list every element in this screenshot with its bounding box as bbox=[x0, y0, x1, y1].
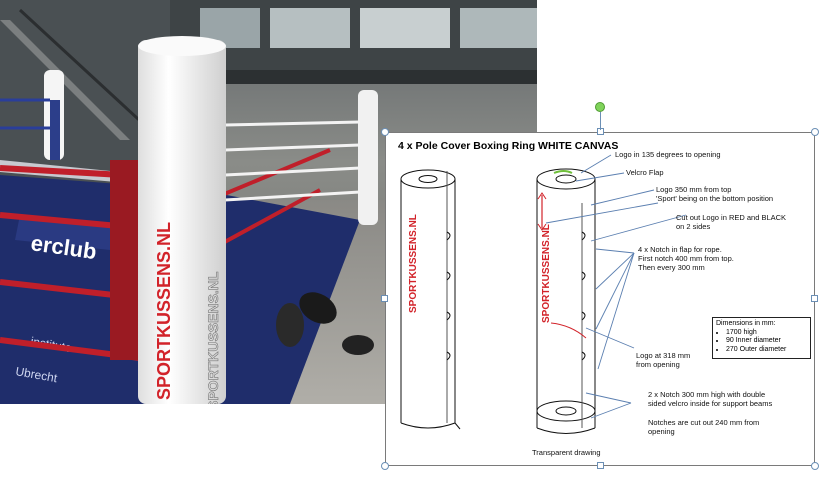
dimension-item: 270 Outer diameter bbox=[726, 346, 807, 355]
annotation-velcro: Velcro Flap bbox=[626, 168, 664, 177]
dimension-item: 90 Inner diameter bbox=[726, 337, 807, 346]
annotation-notch-3: Then every 300 mm bbox=[638, 263, 705, 272]
resize-handle-top-left[interactable] bbox=[381, 128, 389, 136]
svg-text:SPORTKUSSENS.NL: SPORTKUSSENS.NL bbox=[205, 271, 221, 404]
boxing-ring-photo: erclub institute Ubrecht SPORTKUSSENS. bbox=[0, 0, 537, 404]
right-pole-logo: SPORTKUSSENS.NL bbox=[541, 224, 552, 323]
rotate-handle[interactable] bbox=[595, 102, 605, 112]
drawing-title: 4 x Pole Cover Boxing Ring WHITE CANVAS bbox=[398, 140, 619, 152]
annotation-logo-angle: Logo in 135 degrees to opening bbox=[615, 150, 721, 159]
resize-handle-right[interactable] bbox=[811, 295, 818, 302]
annotation-logo-top-2: 'Sport' being on the bottom position bbox=[656, 194, 774, 203]
resize-handle-bottom-right[interactable] bbox=[811, 462, 819, 470]
annotation-cutout-2: on 2 sides bbox=[676, 222, 711, 231]
pole-cover-drawing[interactable]: SPORTKUSSENS.NL SPORTKUSSENS.NL 4 x Pole… bbox=[385, 132, 815, 466]
annotation-cut240-1: Notches are cut out 240 mm from bbox=[648, 418, 760, 427]
annotation-velcro2-1: 2 x Notch 300 mm high with double bbox=[648, 390, 766, 399]
dimension-item: 1700 high bbox=[726, 329, 807, 338]
pole-logo: SPORTKUSSENS.NL bbox=[154, 222, 174, 400]
annotation-logo318-2: from opening bbox=[636, 360, 680, 369]
annotation-logo318-1: Logo at 318 mm bbox=[636, 351, 691, 360]
dimensions-box: Dimensions in mm: 1700 high 90 Inner dia… bbox=[712, 317, 811, 359]
resize-handle-left[interactable] bbox=[381, 295, 388, 302]
annotation-notch-1: 4 x Notch in flap for rope. bbox=[638, 245, 722, 254]
resize-handle-top-right[interactable] bbox=[811, 128, 819, 136]
annotation-notch-2: First notch 400 mm from top. bbox=[638, 254, 734, 263]
resize-handle-bottom-left[interactable] bbox=[381, 462, 389, 470]
rotate-handle-stem bbox=[600, 112, 601, 130]
left-pole-logo: SPORTKUSSENS.NL bbox=[408, 214, 419, 313]
drawing-caption: Transparent drawing bbox=[532, 448, 601, 457]
resize-handle-bottom[interactable] bbox=[597, 462, 604, 469]
dimensions-title: Dimensions in mm: bbox=[716, 320, 776, 327]
annotation-logo-top-1: Logo 350 mm from top bbox=[656, 185, 732, 194]
annotation-velcro2-2: sided velcro inside for support beams bbox=[648, 399, 773, 408]
annotation-cutout-1: Cut out Logo in RED and BLACK bbox=[676, 213, 787, 222]
annotation-cut240-2: opening bbox=[648, 427, 675, 436]
